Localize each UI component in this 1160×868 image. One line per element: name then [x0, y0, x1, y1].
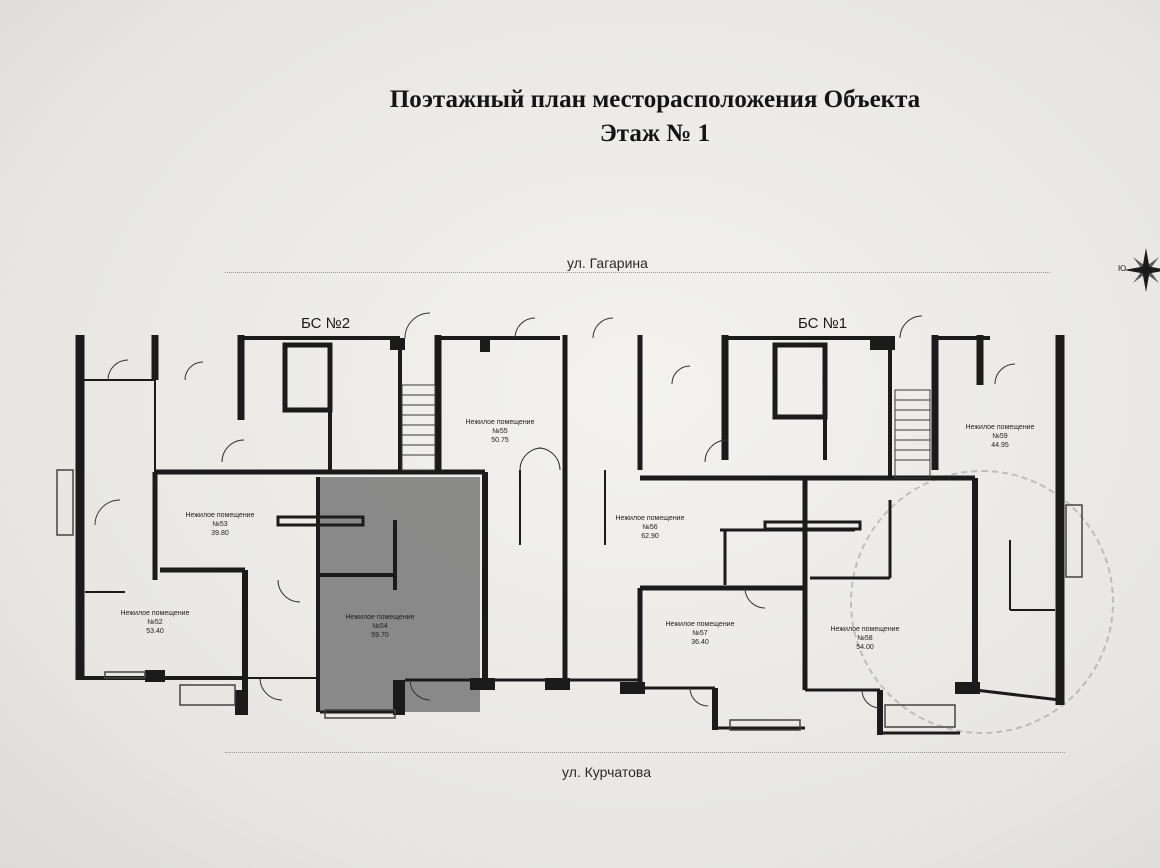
room-area: 44.95	[991, 441, 1009, 449]
room-name: Нежилое помещение	[665, 621, 735, 628]
street-line-bottom	[225, 752, 1065, 753]
room-label-53: Нежилое помещение №53 39.80	[165, 512, 275, 538]
room-area: 54.00	[856, 643, 874, 651]
stairs-right	[894, 389, 931, 479]
room-number: №55	[492, 427, 508, 435]
section-label-bs1: БС №1	[798, 315, 848, 332]
room-label-55: Нежилое помещение №55 50.75	[440, 419, 560, 445]
room-name: Нежилое помещение	[965, 424, 1035, 431]
compass-rose-icon	[1124, 248, 1160, 292]
room-number: №53	[212, 520, 228, 528]
room-number: №56	[642, 523, 658, 531]
room-number: №57	[692, 629, 708, 637]
room-number: №59	[992, 432, 1008, 440]
room-number: №54	[372, 622, 388, 630]
walls	[75, 335, 1065, 735]
room-label-59: Нежилое помещение №59 44.95	[945, 424, 1055, 450]
room-area: 50.75	[491, 436, 509, 444]
room-area: 62.90	[641, 532, 659, 540]
street-label-top: ул. Гагарина	[567, 255, 648, 271]
floor-title: Этаж № 1	[599, 120, 711, 147]
document-title: Поэтажный план месторасположения Объекта	[389, 86, 921, 113]
section-label-bs2: БС №2	[301, 315, 351, 332]
room-label-58: Нежилое помещение №58 54.00	[810, 626, 920, 652]
room-number: №58	[857, 634, 873, 642]
room-name: Нежилое помещение	[120, 610, 190, 617]
street-label-bottom: ул. Курчатова	[562, 764, 651, 780]
room-area: 53.40	[146, 627, 164, 635]
compass-letter-south: Ю	[1118, 264, 1127, 273]
room-area: 59.70	[371, 631, 389, 639]
room-name: Нежилое помещение	[345, 614, 415, 621]
room-name: Нежилое помещение	[465, 419, 535, 426]
stairs-left	[401, 384, 436, 471]
room-area: 39.80	[211, 529, 229, 537]
room-label-52: Нежилое помещение №52 53.40	[100, 610, 210, 636]
balconies	[56, 469, 1083, 731]
room-label-54: Нежилое помещение №54 59.70	[325, 614, 435, 640]
room-name: Нежилое помещение	[185, 512, 255, 519]
wall-blocks	[145, 338, 980, 715]
street-line-top	[225, 272, 1050, 273]
stamp-seal	[850, 470, 1114, 734]
room-name: Нежилое помещение	[615, 515, 685, 522]
room-number: №52	[147, 618, 163, 626]
room-54-fill	[320, 477, 480, 712]
door-swings	[94, 312, 1016, 709]
room-label-57: Нежилое помещение №57 36.40	[645, 621, 755, 647]
room-area: 36.40	[691, 638, 709, 646]
room-label-56: Нежилое помещение №56 62.90	[590, 515, 710, 541]
room-name: Нежилое помещение	[830, 626, 900, 633]
